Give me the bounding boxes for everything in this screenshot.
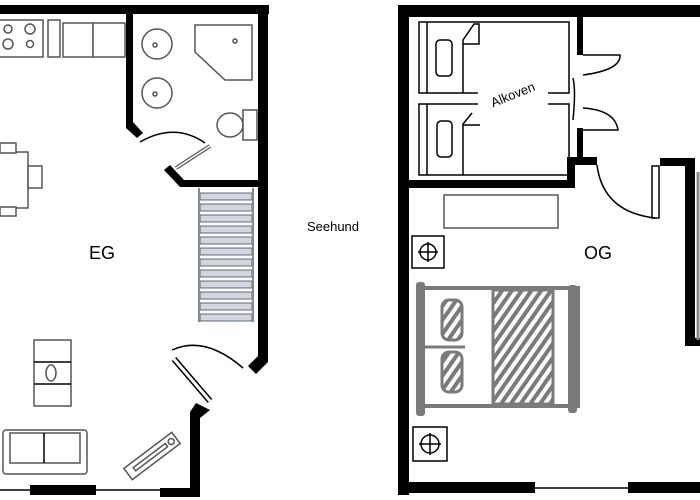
ground-floor-plan: EG <box>0 5 269 497</box>
stair-tread <box>199 203 253 212</box>
alcove-beds: Alkoven <box>418 21 621 176</box>
ground-floor-label: EG <box>89 243 115 263</box>
toilet-icon <box>216 112 244 138</box>
stair-tread <box>199 291 253 300</box>
armchair <box>33 339 72 407</box>
double-bed <box>416 282 580 416</box>
bedroom-door <box>596 164 660 219</box>
dining-table <box>0 142 43 217</box>
stair-tread <box>199 302 253 311</box>
unit-name-label: Seehund <box>307 219 359 234</box>
stair-tread <box>199 269 253 278</box>
upper-floor-label: OG <box>584 243 612 263</box>
kitchen-counter <box>0 19 126 58</box>
tv-stand <box>122 431 182 481</box>
upper-floor-plan: Alkoven <box>398 5 700 495</box>
shower-icon <box>194 24 253 81</box>
stair-tread <box>199 280 253 289</box>
stair-tread <box>199 236 253 245</box>
upper-floor-walls <box>398 5 700 495</box>
stair-tread <box>199 247 253 256</box>
stair-tread <box>199 258 253 267</box>
ceiling-outlet-icon <box>411 235 445 269</box>
staircase <box>198 188 254 322</box>
stair-tread <box>199 313 253 322</box>
stair-tread <box>199 192 253 201</box>
bathroom-fixtures <box>139 24 258 170</box>
stair-tread <box>199 214 253 223</box>
ground-floor-walls <box>0 5 269 497</box>
sofa <box>2 429 88 475</box>
stair-tread <box>199 225 253 234</box>
desk <box>443 194 559 229</box>
entrance-door <box>171 344 244 403</box>
ceiling-outlet-icon <box>412 426 448 462</box>
